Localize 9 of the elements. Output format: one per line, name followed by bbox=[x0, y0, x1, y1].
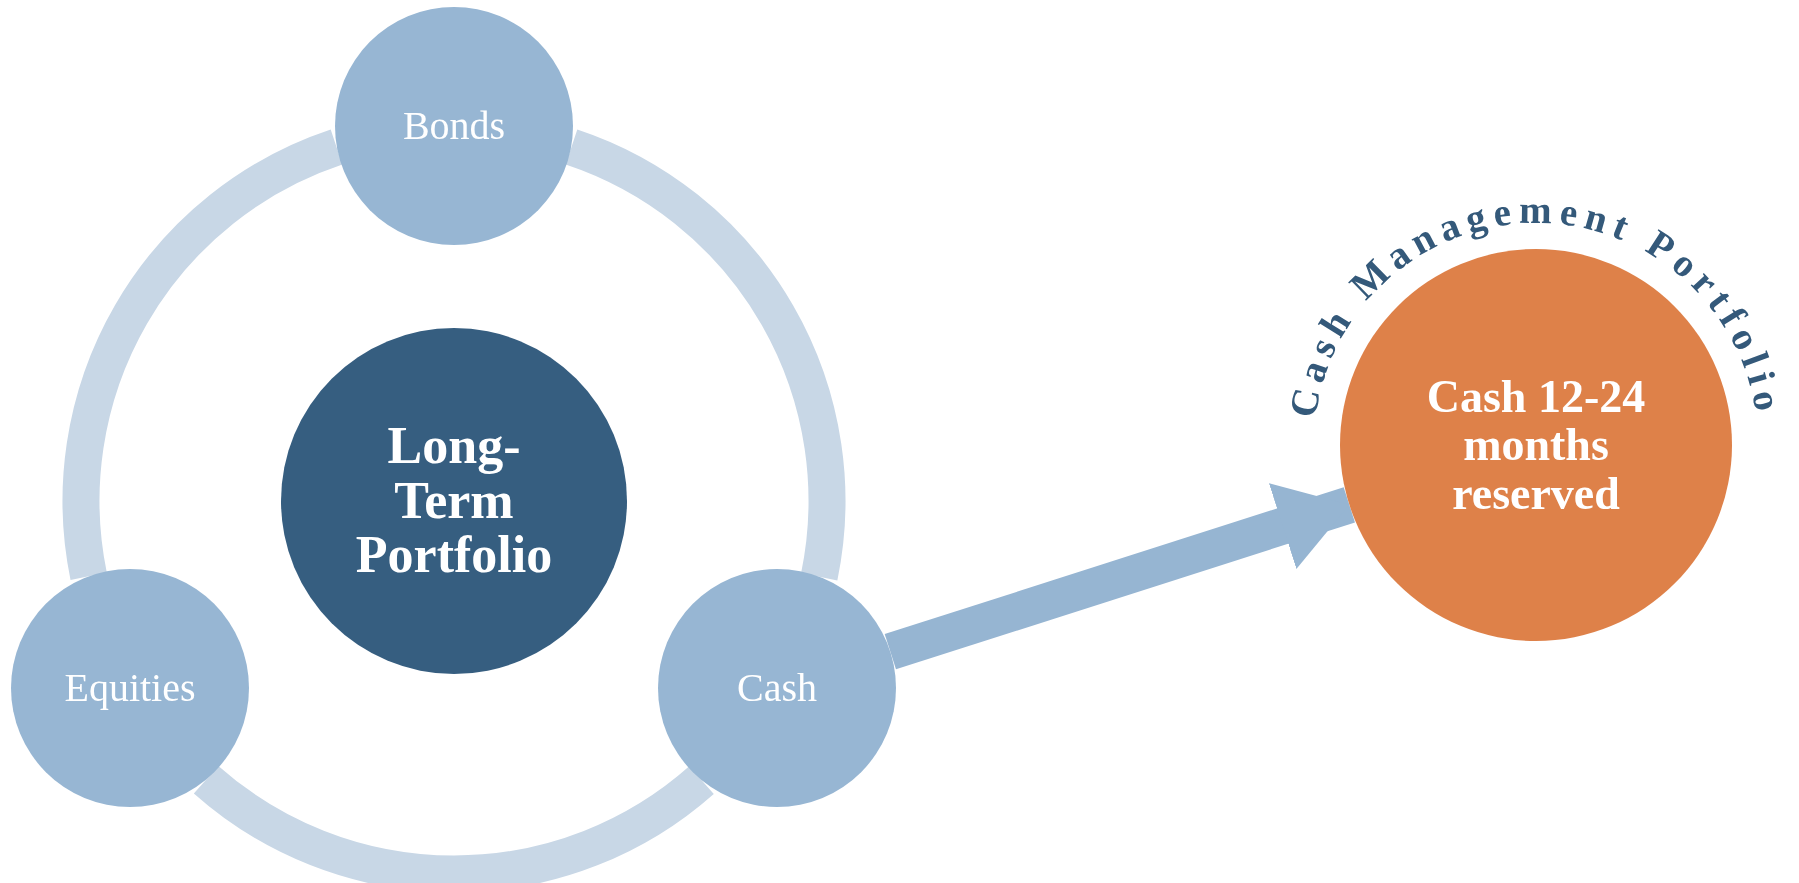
node-text: Equities bbox=[64, 667, 196, 709]
node-text: Bonds bbox=[402, 105, 506, 147]
node-text: Cash 12-24 months reserved bbox=[1425, 372, 1646, 518]
block-arrow bbox=[884, 483, 1355, 670]
node-text: Cash bbox=[737, 667, 817, 709]
node-text: Long-Term Portfolio bbox=[354, 419, 554, 583]
ring-band bbox=[564, 129, 846, 580]
ring-band bbox=[194, 765, 713, 883]
ring-band bbox=[62, 129, 344, 579]
